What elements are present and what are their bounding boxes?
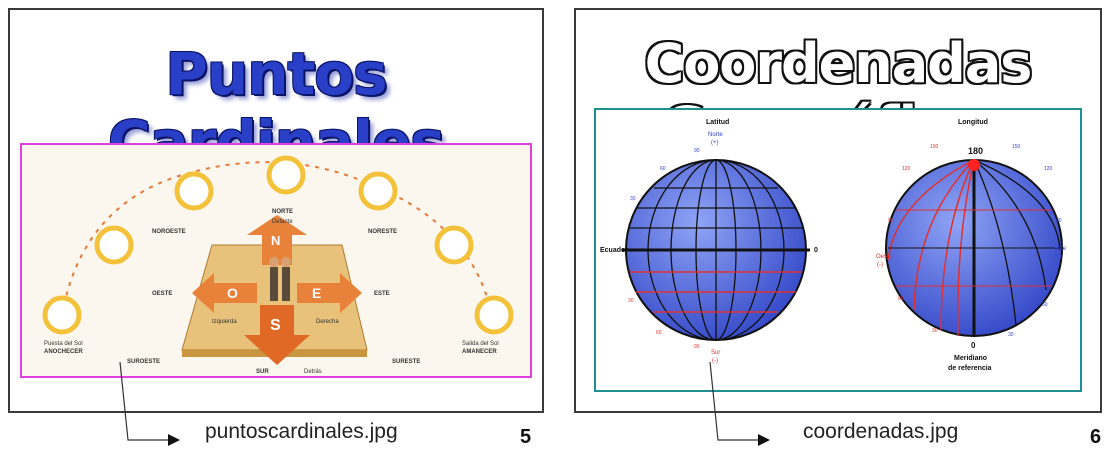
sun-icons <box>42 155 514 335</box>
lat-tick: 60 <box>656 330 662 336</box>
arrow-north <box>262 230 292 265</box>
slide-coordenadas-geograficas[interactable]: Coordenadas Geográficas <box>574 8 1102 413</box>
lon-tick: 90 <box>1056 218 1062 224</box>
label-sureste: SURESTE <box>392 359 420 365</box>
lat-tick: 30 <box>630 196 636 202</box>
label-este-sign: (+) <box>1054 254 1062 260</box>
label-oeste-sign: (-) <box>877 262 883 268</box>
label-derecha: Derecha <box>316 319 339 325</box>
person-figure <box>270 267 278 301</box>
letter-o: O <box>227 285 238 301</box>
label-de-referencia: de referencia <box>948 365 992 372</box>
lon-tick: 60 <box>898 296 904 302</box>
lat-tick: 90 <box>694 344 700 350</box>
label-noreste: NORESTE <box>368 229 397 235</box>
lon-tick: 60 <box>1042 302 1048 308</box>
lon-tick: 150 <box>930 144 939 150</box>
label-norte-sign: (+) <box>711 140 719 146</box>
longitude-globe <box>885 159 1063 337</box>
arrow-west <box>212 283 257 303</box>
lon-tick: 150 <box>1012 144 1021 150</box>
page-number-5: 5 <box>520 426 532 448</box>
lon-tick: 30 <box>1008 332 1014 338</box>
lon-tick: 120 <box>1044 166 1053 172</box>
label-salida-sol: Salida del Sol <box>462 341 499 347</box>
label-ecuador: Ecuador <box>600 247 628 254</box>
label-anochecer: ANOCHECER <box>44 349 83 355</box>
image-puntoscardinales: N S O E NORTE Delante NOROESTE NORESTE O… <box>20 143 532 378</box>
label-sur-sign: (-) <box>712 358 718 364</box>
lat-tick: 90 <box>694 148 700 154</box>
label-amanecer: AMANECER <box>462 349 497 355</box>
image-coordenadas: Latitud Longitud Ecuador 0 180 0 Meridia… <box>594 108 1082 392</box>
arrow-east <box>297 283 342 303</box>
lat-tick: 30 <box>628 298 634 304</box>
latitude-globe <box>622 159 810 341</box>
letter-e: E <box>312 285 321 301</box>
label-longitud: Longitud <box>958 119 988 126</box>
letter-s: S <box>270 317 281 334</box>
caption-coordenadas: coordenadas.jpg <box>803 420 959 443</box>
label-sur: Sur <box>711 350 720 356</box>
label-sur: SUR <box>256 369 269 375</box>
caption-puntoscardinales: puntoscardinales.jpg <box>205 420 398 443</box>
arrow-south <box>260 305 294 340</box>
label-noroeste: NOROESTE <box>152 229 186 235</box>
label-lon-180: 180 <box>968 146 983 156</box>
label-oeste: OESTE <box>152 291 172 297</box>
globes-diagram: Latitud Longitud Ecuador 0 180 0 Meridia… <box>600 119 1067 372</box>
label-norte-sub: Delante <box>272 219 293 225</box>
label-izquierda: Izquierda <box>212 319 237 325</box>
label-oeste: Oeste <box>876 254 893 260</box>
label-suroeste: SUROESTE <box>127 359 160 365</box>
lon-tick: 120 <box>902 166 911 172</box>
label-norte: NORTE <box>272 209 293 215</box>
letter-n: N <box>271 233 280 248</box>
pointer-arrow-1 <box>119 361 180 446</box>
label-este: ESTE <box>374 291 390 297</box>
label-este: Este <box>1054 246 1067 252</box>
label-lon-0: 0 <box>971 341 976 350</box>
pointer-arrow-2 <box>709 361 770 446</box>
slide-puntos-cardinales[interactable]: Puntos Cardinales <box>8 8 544 413</box>
page-number-6: 6 <box>1090 426 1102 448</box>
compass-diagram: N S O E NORTE Delante NOROESTE NORESTE O… <box>42 155 514 375</box>
label-ecuador-zero: 0 <box>814 247 818 254</box>
lon-tick: 90 <box>888 218 894 224</box>
label-sur-sub: Detrás <box>304 369 322 375</box>
label-puesta-sol: Puesta del Sol <box>44 341 83 347</box>
label-meridiano: Meridiano <box>954 355 987 362</box>
label-norte: Norte <box>708 132 723 138</box>
lon-tick: 30 <box>932 328 938 334</box>
label-latitud: Latitud <box>706 119 729 126</box>
lat-tick: 60 <box>660 166 666 172</box>
